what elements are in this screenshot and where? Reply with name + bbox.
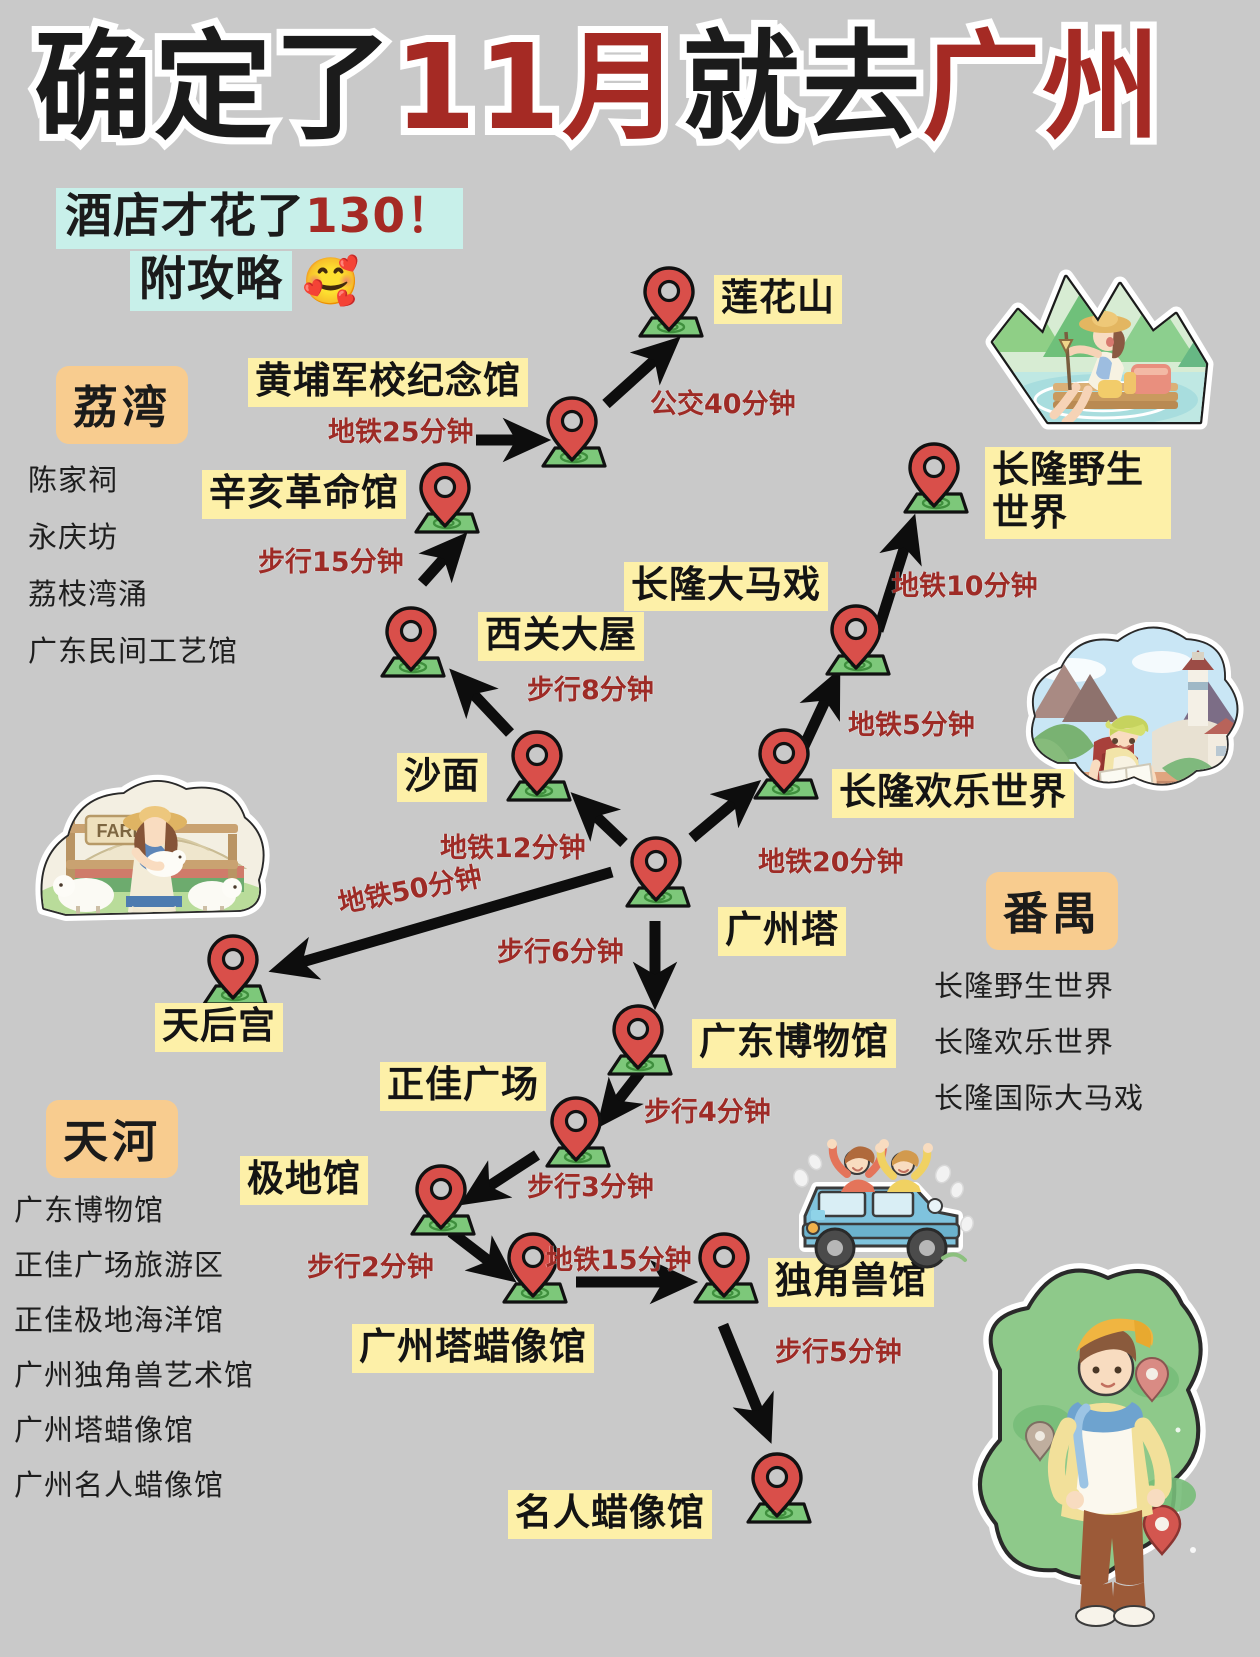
map-pin-xinhai[interactable] [408, 458, 482, 540]
title-segment-2: 11月 [387, 11, 687, 163]
district-heading-tianhe: 天河 [46, 1100, 179, 1178]
title-segment-4: 广州 [915, 11, 1167, 163]
district-block-tianhe: 天河 广东博物馆 正佳广场旅游区 正佳极地海洋馆 广州独角兽艺术馆 广州塔蜡像馆… [14, 1100, 254, 1500]
smiling-face-with-hearts-icon: 🥰 [302, 254, 360, 307]
place-label-zhengjia[interactable]: 正佳广场 [380, 1062, 546, 1111]
map-pin-lianhuashan[interactable] [632, 262, 706, 344]
route-time-r2: 公交40分钟 [650, 389, 796, 420]
map-pin-dujiaoshou[interactable] [687, 1228, 761, 1310]
district-heading-panyu: 番禺 [986, 872, 1119, 950]
subtitle-banner: 酒店才花了130！ 附攻略 🥰 [56, 188, 526, 312]
district-item: 广州塔蜡像馆 [14, 1413, 195, 1447]
district-item: 长隆野生世界 [934, 969, 1115, 1003]
district-item: 长隆国际大马戏 [934, 1081, 1145, 1115]
route-time-r4: 步行8分钟 [527, 675, 654, 706]
map-pin-guangzhouta[interactable] [619, 832, 693, 914]
map-pin-tianhougong[interactable] [196, 930, 270, 1012]
district-heading-liwan: 荔湾 [56, 366, 189, 444]
district-item: 广东民间工艺馆 [28, 634, 239, 668]
route-time-r12: 步行3分钟 [527, 1172, 654, 1203]
map-pin-shamian[interactable] [500, 726, 574, 808]
route-time-r15: 步行5分钟 [775, 1337, 902, 1368]
place-label-changlong-dama[interactable]: 长隆大马戏 [624, 562, 828, 611]
sticker-raft-traveler [948, 222, 1248, 434]
route-time-r11: 步行4分钟 [644, 1097, 771, 1128]
route-time-r13: 步行2分钟 [307, 1252, 434, 1283]
district-item: 正佳广场旅游区 [14, 1248, 225, 1282]
route-time-r7: 地铁20分钟 [758, 847, 904, 878]
place-label-changlong-huanle[interactable]: 长隆欢乐世界 [832, 769, 1074, 818]
place-label-lianhuashan[interactable]: 莲花山 [714, 275, 842, 324]
place-label-gzt-lazzhiguan[interactable]: 广州塔蜡像馆 [352, 1324, 594, 1373]
district-item: 广州独角兽艺术馆 [14, 1358, 255, 1392]
map-pin-zhengjia[interactable] [539, 1092, 613, 1174]
sticker-map-reader [1002, 622, 1252, 822]
district-item: 广东博物馆 [14, 1193, 165, 1227]
place-label-changlong-yesheng[interactable]: 长隆野生世界 [985, 447, 1171, 539]
sticker-hiker-map [938, 1250, 1243, 1640]
subtitle-line-1: 酒店才花了130！ [56, 188, 464, 249]
map-pin-changlong-yesheng[interactable] [897, 438, 971, 520]
place-label-tianhougong[interactable]: 天后宫 [155, 1003, 283, 1052]
map-pin-huangpu[interactable] [535, 392, 609, 474]
route-time-r1: 地铁25分钟 [328, 417, 474, 448]
map-pin-guangdong-bowuguan[interactable] [601, 1000, 675, 1082]
district-item: 永庆坊 [28, 520, 119, 554]
place-label-xiguandawu[interactable]: 西关大屋 [478, 612, 644, 661]
district-item: 长隆欢乐世界 [934, 1025, 1115, 1059]
district-item: 陈家祠 [28, 463, 119, 497]
map-pin-xiguandawu[interactable] [374, 602, 448, 684]
place-label-huangpu[interactable]: 黄埔军校纪念馆 [248, 358, 528, 407]
route-time-r6: 地铁50分钟 [335, 861, 485, 920]
sticker-farm-girl: FARM [14, 738, 284, 928]
hotel-price: 130 [305, 189, 407, 244]
district-block-panyu: 番禺 长隆野生世界 长隆欢乐世界 长隆国际大马戏 [934, 872, 1144, 1113]
route-time-r10: 步行6分钟 [497, 937, 624, 968]
route-time-r14: 地铁15分钟 [546, 1245, 692, 1276]
place-label-guangzhouta[interactable]: 广州塔 [718, 907, 846, 956]
title-segment-1: 确定了 [27, 11, 399, 163]
place-label-dujiaoshou[interactable]: 独角兽馆 [768, 1258, 934, 1307]
sticker-jeep-friends [785, 1128, 975, 1278]
map-pin-gzt-lazzhiguan[interactable] [496, 1228, 570, 1310]
place-label-mingren[interactable]: 名人蜡像馆 [508, 1490, 712, 1539]
map-pin-mingren[interactable] [740, 1448, 814, 1530]
route-time-r9: 地铁10分钟 [892, 571, 1038, 602]
subtitle-prefix: 酒店才花了 [65, 189, 305, 244]
place-label-shamian[interactable]: 沙面 [397, 753, 487, 802]
place-label-guangdong-bowuguan[interactable]: 广东博物馆 [692, 1019, 896, 1068]
district-item: 荔枝湾涌 [28, 577, 149, 611]
map-pin-changlong-dama[interactable] [819, 600, 893, 682]
map-pin-jidiguan[interactable] [404, 1160, 478, 1242]
title-segment-3: 就去 [675, 11, 927, 163]
place-label-jidiguan[interactable]: 极地馆 [240, 1156, 368, 1205]
subtitle-line-2: 附攻略 [130, 250, 292, 312]
subtitle-exclaim: ！ [406, 189, 455, 244]
page-title: 确定了11月就去广州 [27, 11, 1234, 163]
place-label-xinhai[interactable]: 辛亥革命馆 [202, 470, 406, 519]
district-item: 正佳极地海洋馆 [14, 1303, 225, 1337]
route-time-r5: 地铁12分钟 [440, 833, 586, 864]
district-block-liwan: 荔湾 陈家祠 永庆坊 荔枝湾涌 广东民间工艺馆 [28, 366, 238, 694]
route-time-r3: 步行15分钟 [258, 547, 404, 578]
map-pin-changlong-huanle[interactable] [747, 724, 821, 806]
route-time-r8: 地铁5分钟 [848, 710, 975, 741]
district-item: 广州名人蜡像馆 [14, 1468, 225, 1502]
